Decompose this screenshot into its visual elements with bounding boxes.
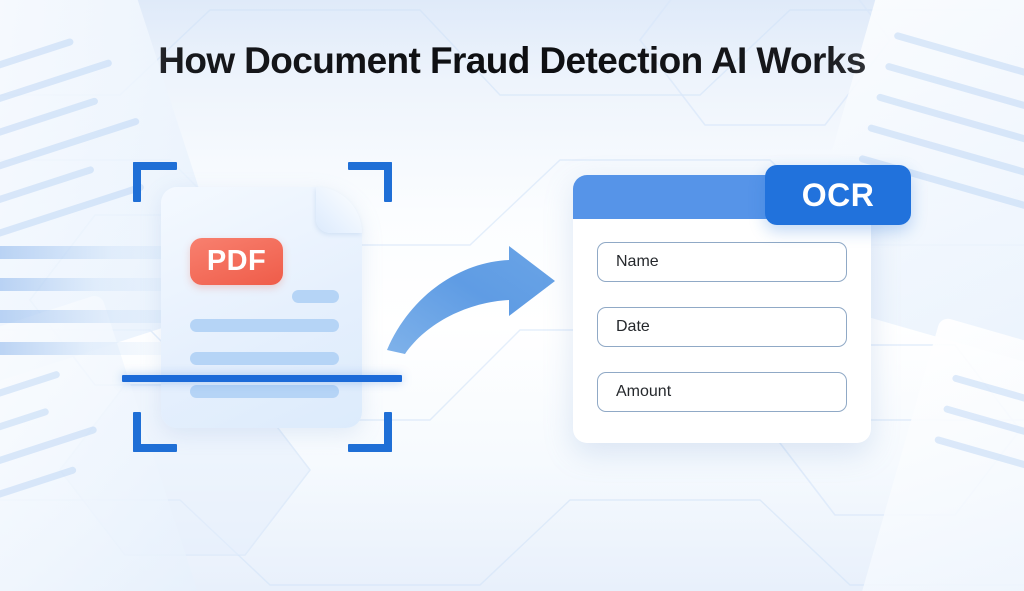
ocr-field-label: Amount [616,383,672,400]
pdf-document-graphic: PDF [161,187,362,428]
ocr-field-date[interactable]: Date [597,307,847,347]
ocr-badge: OCR [765,165,911,225]
transform-arrow-icon [383,246,558,361]
scanner-bracket-top-right-icon [348,162,392,202]
ocr-field-label: Name [616,253,659,270]
ocr-extracted-fields-list: Name Date Amount [573,219,871,412]
document-text-line [190,319,339,332]
document-text-line [292,290,339,303]
scanner-bracket-bottom-left-icon [133,412,177,452]
page-title: How Document Fraud Detection AI Works [0,40,1024,82]
scan-line-indicator [122,375,402,382]
ocr-field-name[interactable]: Name [597,242,847,282]
ocr-field-label: Date [616,318,650,335]
ocr-field-amount[interactable]: Amount [597,372,847,412]
scanner-bracket-bottom-right-icon [348,412,392,452]
document-text-line [190,385,339,398]
scanner-bracket-top-left-icon [133,162,177,202]
pdf-file-type-badge: PDF [190,238,283,285]
document-text-line [190,352,339,365]
